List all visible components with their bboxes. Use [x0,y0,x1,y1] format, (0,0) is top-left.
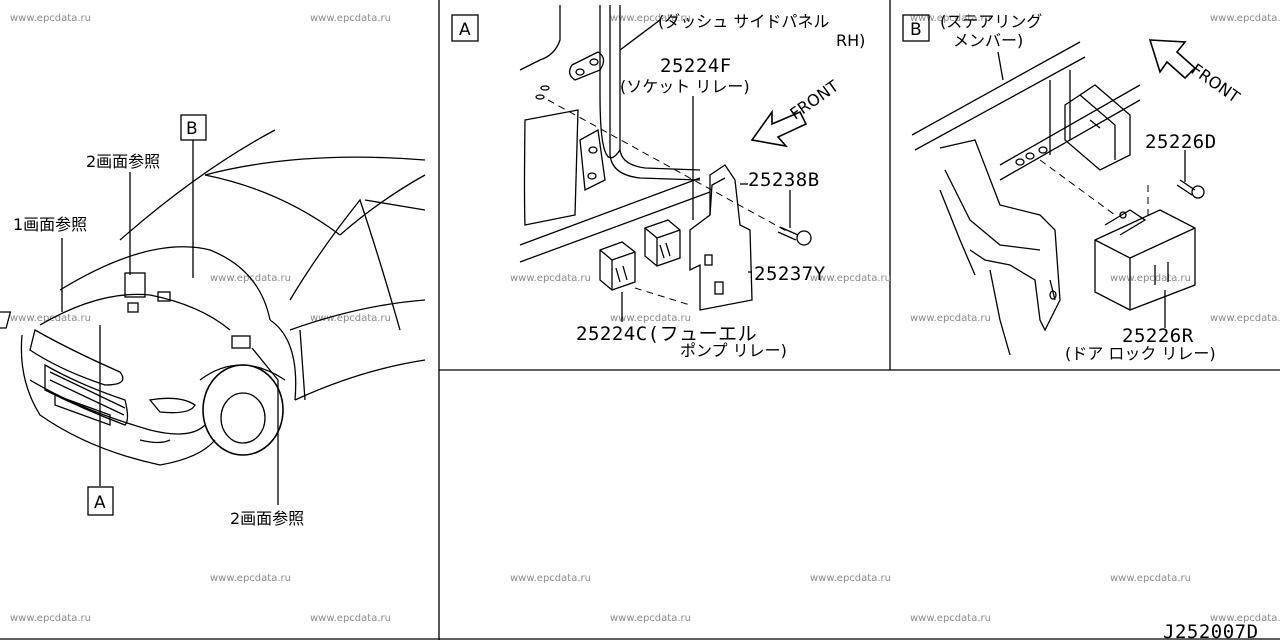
watermark: www.epcdata.ru [910,313,991,324]
watermark: www.epcdata.ru [1110,573,1191,584]
detail-b-front-label: FRONT [1188,60,1244,107]
watermark: www.epcdata.ru [610,13,691,24]
part-number-25237Y: 25237Y [754,263,826,285]
watermark: www.epcdata.ru [310,313,391,324]
detail-b-illustration [902,14,1205,356]
watermark: www.epcdata.ru [910,13,991,24]
watermark: www.epcdata.ru [310,613,391,624]
detail-a-box-label: A [459,20,471,40]
car-overview-illustration [0,114,426,516]
overview-ref-2-top: 2画面参照 [86,152,160,171]
watermark: www.epcdata.ru [1210,613,1280,624]
detail-a-illustration [451,5,812,322]
watermark: www.epcdata.ru [10,613,91,624]
watermark: www.epcdata.ru [1210,313,1280,324]
detail-b-box-label: B [910,20,922,40]
watermark: www.epcdata.ru [810,273,891,284]
detail-a-dash-panel-line2: RH) [836,31,865,50]
watermark: www.epcdata.ru [810,573,891,584]
watermarks: www.epcdata.ru www.epcdata.ru www.epcdat… [10,13,1280,624]
detail-a-dash-panel-line1: (ダッシュ サイドパネル [658,12,829,31]
overview-ref-2-bottom: 2画面参照 [230,509,304,528]
part-number-25238B: 25238B [748,169,820,191]
detail-b-door-lock-relay: (ドア ロック リレー) [1065,344,1216,363]
watermark: www.epcdata.ru [1210,13,1280,24]
watermark: www.epcdata.ru [910,613,991,624]
watermark: www.epcdata.ru [610,613,691,624]
watermark: www.epcdata.ru [1110,273,1191,284]
overview-box-a-label: A [94,493,106,513]
detail-b-steering-line1: (ステアリング [940,12,1042,31]
overview-box-b-label: B [186,119,198,139]
watermark: www.epcdata.ru [10,13,91,24]
detail-a-socket-relay: (ソケット リレー) [620,77,750,96]
watermark: www.epcdata.ru [510,273,591,284]
part-number-25224F: 25224F [660,55,732,77]
detail-a-front-label: FRONT [786,76,842,123]
part-number-25226R: 25226R [1122,325,1194,347]
detail-b-steering-line2: メンバー) [953,31,1023,50]
watermark: www.epcdata.ru [310,13,391,24]
detail-a-fuel-pump-relay: ポンプ リレー) [680,341,787,360]
part-number-25226D: 25226D [1145,131,1217,153]
overview-ref-1: 1画面参照 [13,215,87,234]
watermark: www.epcdata.ru [610,313,691,324]
diagram-code: J252007D [1163,621,1259,640]
watermark: www.epcdata.ru [510,573,591,584]
watermark: www.epcdata.ru [210,573,291,584]
part-number-25224C: 25224C(フューエル [576,323,757,345]
